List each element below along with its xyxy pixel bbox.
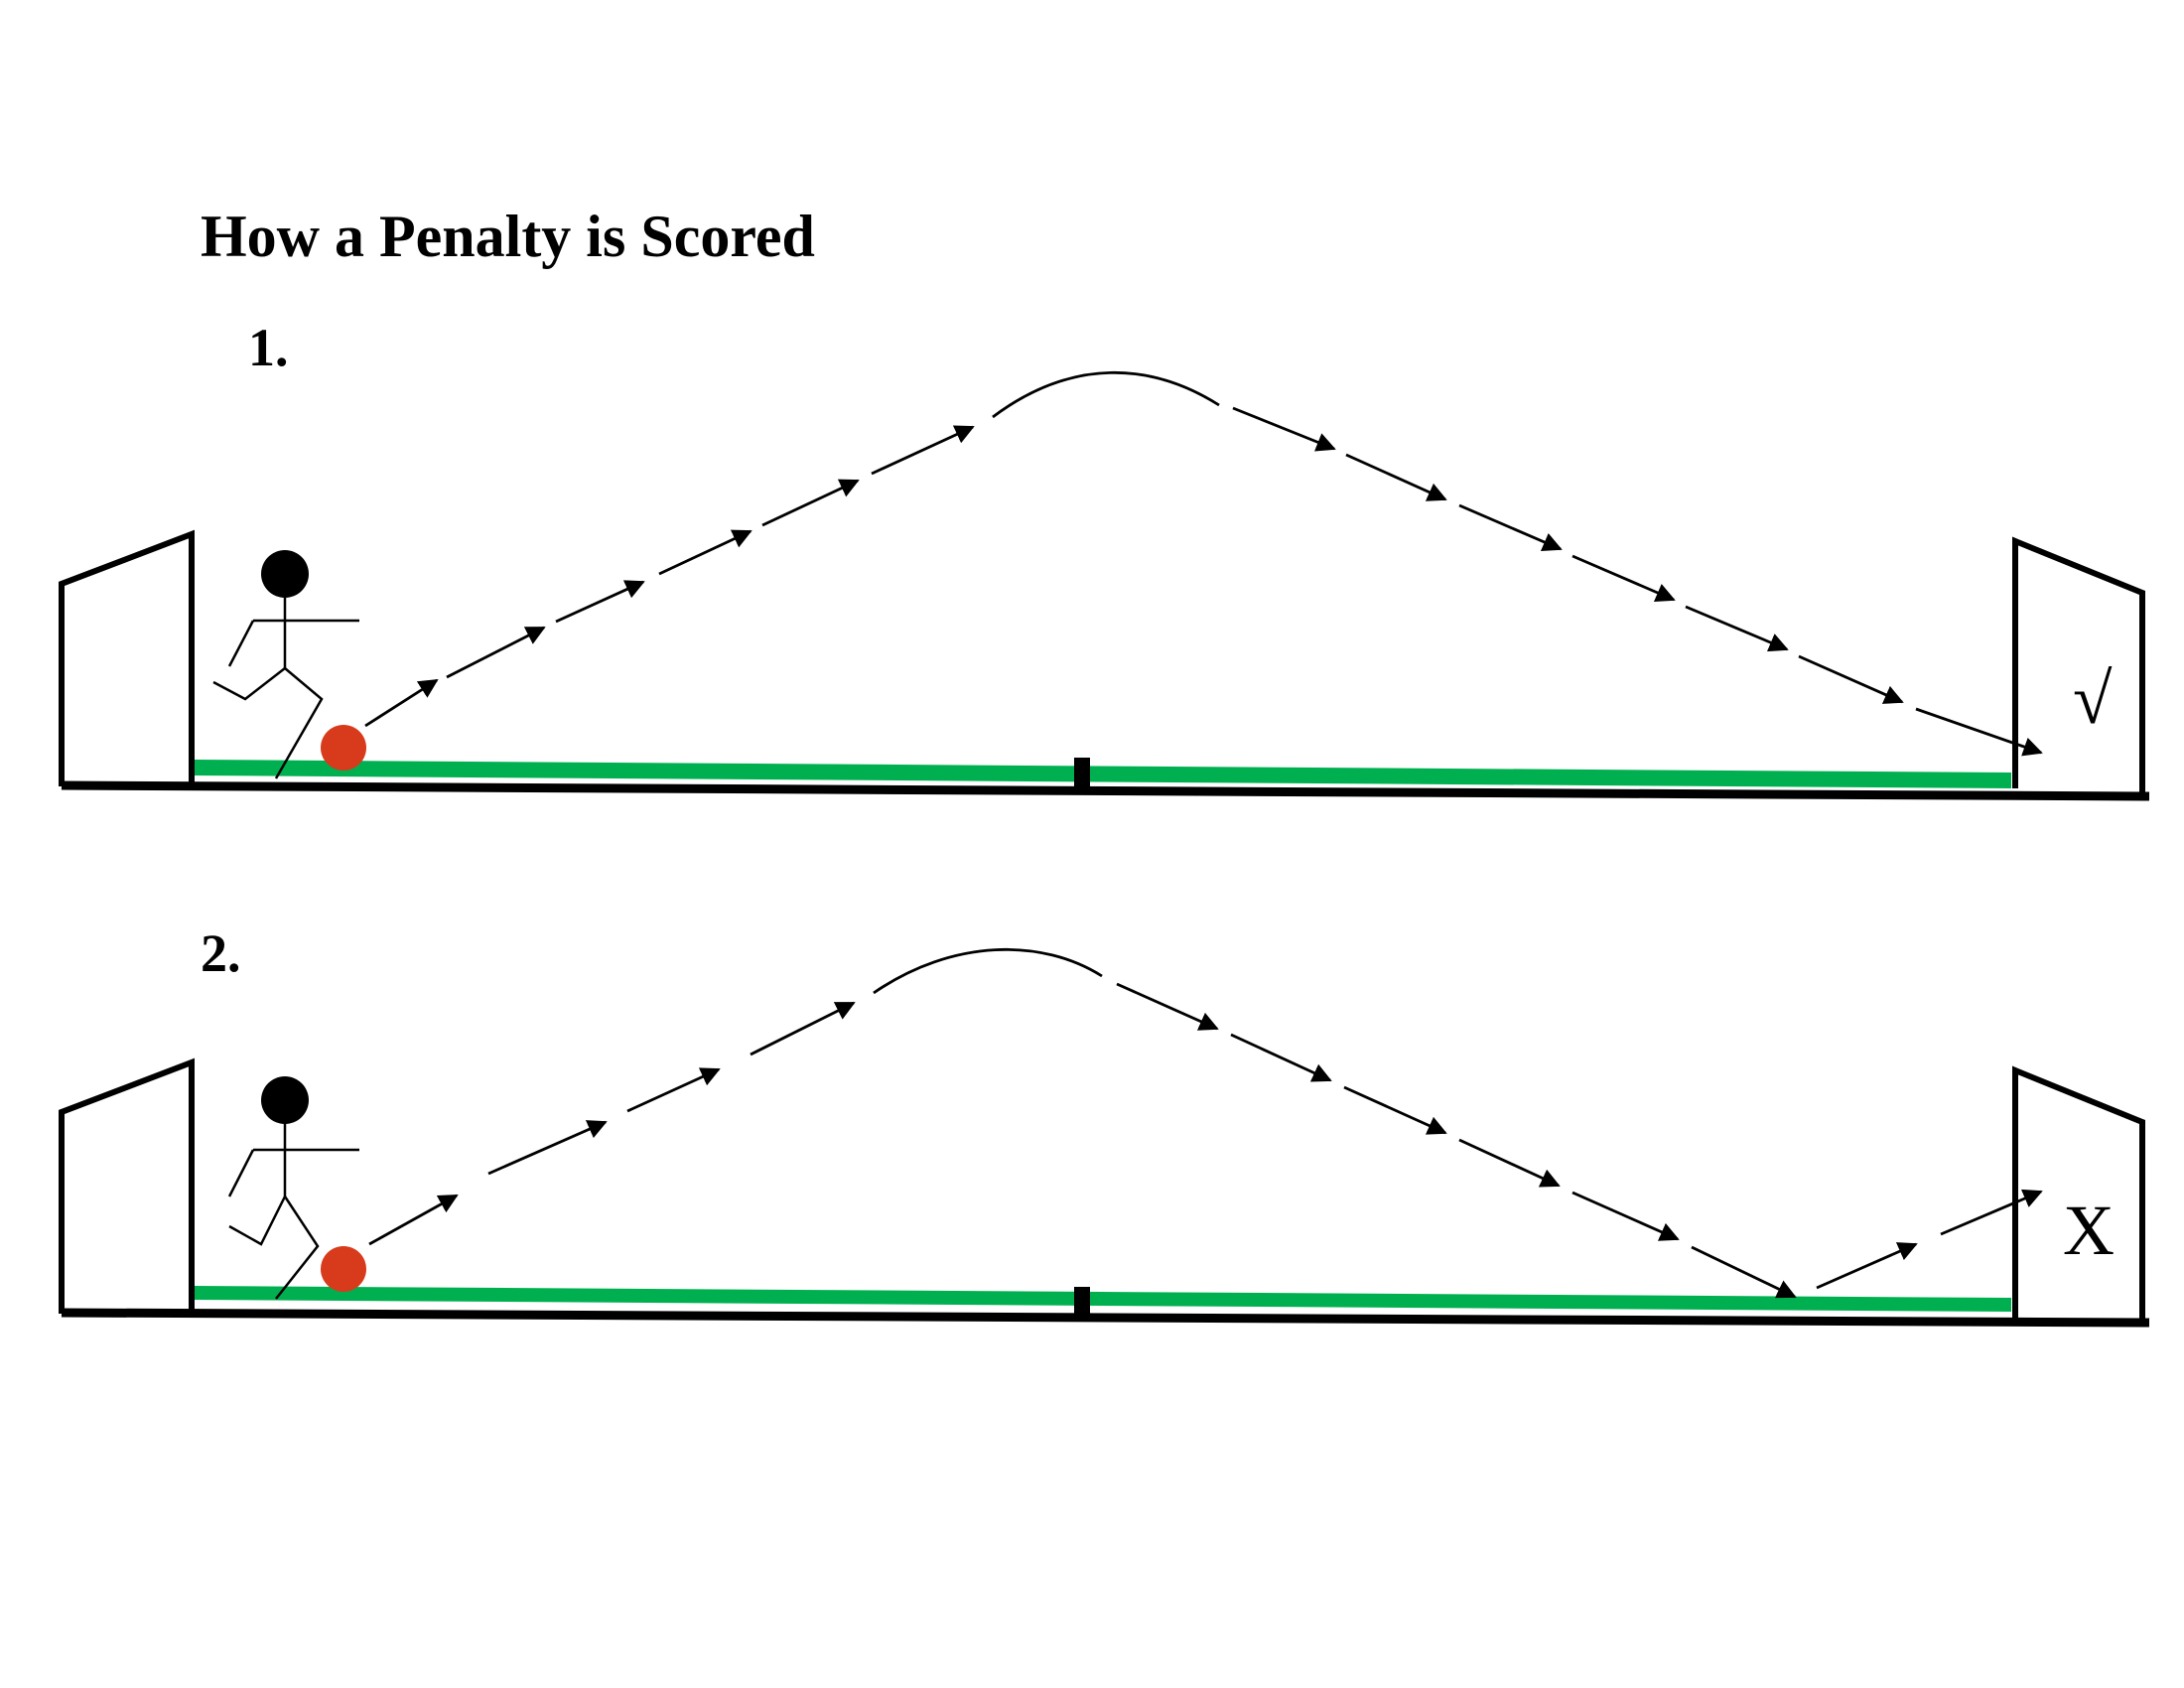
trajectory-apex-arc xyxy=(992,370,1220,419)
scenario-1-player-icon xyxy=(212,550,359,779)
trajectory-arrow-segment xyxy=(1345,453,1447,501)
trajectory-arrow-segment xyxy=(871,425,975,476)
trajectory-arrow-segment xyxy=(368,1194,459,1246)
scenario-2-halfway-mark xyxy=(1074,1287,1090,1319)
scenario-2-grass xyxy=(195,1286,2011,1312)
scenario-2-ground-line xyxy=(61,1308,2150,1328)
trajectory-arrow-segment xyxy=(1685,605,1789,652)
trajectory-arrow-segment xyxy=(1571,1191,1680,1241)
scenario-2-ball-trajectory xyxy=(368,947,2043,1299)
trajectory-arrow-segment xyxy=(1343,1085,1447,1135)
diagram-title: How a Penalty is Scored xyxy=(201,204,815,269)
trajectory-arrow-segment xyxy=(1915,707,2043,757)
trajectory-arrow-segment xyxy=(626,1067,721,1113)
scenario-1-ball-icon xyxy=(321,725,366,771)
scenario-2-left-goal-icon xyxy=(59,1057,195,1314)
trajectory-arrow-segment xyxy=(1116,982,1219,1031)
trajectory-arrow-segment xyxy=(1798,654,1904,704)
scenario-2-label: 2. xyxy=(201,923,241,983)
trajectory-arrow-segment xyxy=(1458,1138,1561,1188)
scenario-2-ball-icon xyxy=(321,1246,366,1292)
scenario-2-cross-mark-icon: X xyxy=(2063,1191,2115,1270)
trajectory-arrow-segment xyxy=(1458,503,1563,552)
trajectory-arrow-segment xyxy=(658,529,752,576)
scenario-2-player-icon xyxy=(227,1076,359,1300)
trajectory-rebound-segment xyxy=(1940,1189,2043,1236)
trajectory-arrow-segment xyxy=(555,580,645,624)
scenario-1-grass xyxy=(195,760,2011,788)
scenario-1-ground-line xyxy=(61,780,2150,801)
trajectory-arrow-segment xyxy=(487,1120,608,1176)
scenario-1-ball-trajectory xyxy=(364,370,2043,757)
trajectory-arrow-segment xyxy=(761,479,860,527)
scenario-2: 2. X xyxy=(59,923,2150,1328)
trajectory-arrow-segment xyxy=(446,626,546,679)
trajectory-arrow-segment xyxy=(1232,406,1336,452)
trajectory-arrow-segment xyxy=(1691,1245,1797,1299)
scenario-1: 1. √ xyxy=(59,318,2150,801)
scenario-1-halfway-mark xyxy=(1074,758,1090,791)
trajectory-arrow-segment xyxy=(750,1001,856,1056)
trajectory-apex-arc xyxy=(873,947,1103,995)
trajectory-arrow-segment xyxy=(364,678,439,728)
trajectory-arrow-segment xyxy=(1571,554,1676,603)
trajectory-rebound-segment xyxy=(1816,1242,1918,1290)
scenario-1-right-goal-icon xyxy=(2012,536,2145,796)
scenario-1-label: 1. xyxy=(248,318,289,377)
scenario-1-check-mark-icon: √ xyxy=(2073,659,2113,739)
scenario-2-right-goal-icon xyxy=(2012,1065,2145,1324)
trajectory-arrow-segment xyxy=(1230,1033,1332,1082)
scenario-1-left-goal-icon xyxy=(59,529,195,786)
